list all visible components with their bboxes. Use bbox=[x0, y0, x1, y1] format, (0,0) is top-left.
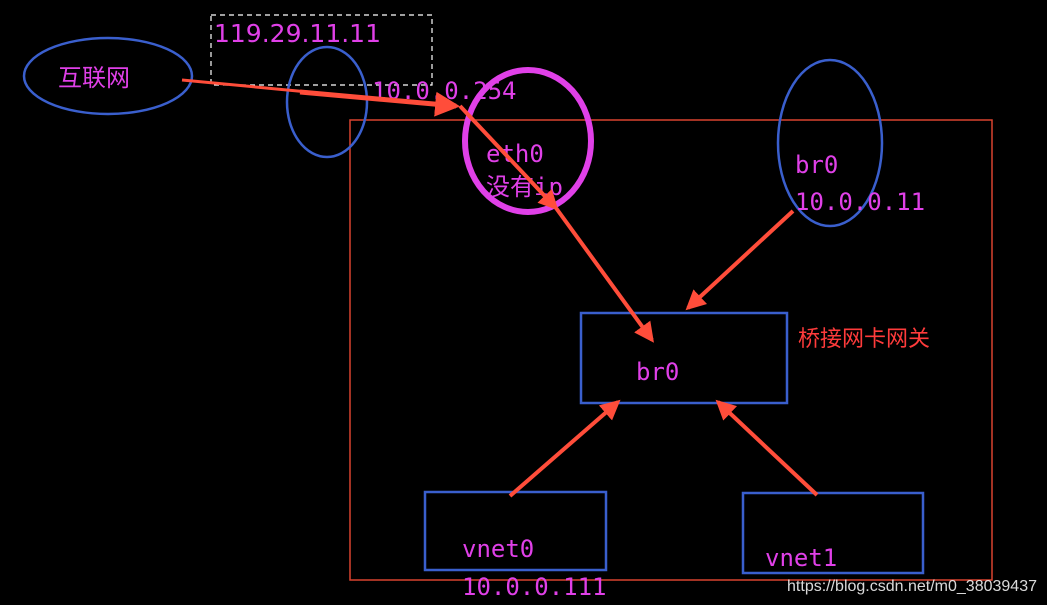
internet-node bbox=[22, 36, 194, 116]
public-ip-label: 119.29.11.11 bbox=[214, 19, 381, 48]
bridge-caption: 桥接网卡网关 bbox=[798, 327, 930, 352]
eth0-node bbox=[462, 67, 594, 215]
router-port-node bbox=[285, 45, 369, 159]
arrow-vnet1-to-bridge bbox=[715, 399, 819, 497]
watermark-text: https://blog.csdn.net/m0_38039437 bbox=[787, 578, 1037, 595]
vnet0-ip: 10.0.0.111 bbox=[462, 573, 607, 601]
vnet0-name: vnet0 bbox=[462, 535, 534, 563]
arrow-router-to-gateway bbox=[299, 89, 461, 117]
arrow-br0-interface-to-bridge bbox=[685, 209, 795, 311]
br0-interface-node bbox=[776, 58, 884, 228]
public-ip-box bbox=[210, 14, 433, 86]
bridge-label: br0 bbox=[636, 358, 679, 386]
vnet1-name: vnet1 bbox=[765, 544, 837, 572]
host-machine-frame bbox=[349, 119, 993, 581]
br0-interface-name: br0 bbox=[795, 151, 838, 179]
arrow-gateway-to-eth0 bbox=[458, 104, 559, 211]
arrow-eth0-to-bridge bbox=[554, 206, 654, 343]
vnet1-box bbox=[741, 491, 925, 575]
bridge-box bbox=[579, 311, 789, 405]
br0-interface-ip: 10.0.0.11 bbox=[795, 188, 925, 216]
internet-label: 互联网 bbox=[58, 64, 130, 92]
arrow-vnet0-to-bridge bbox=[508, 399, 621, 498]
